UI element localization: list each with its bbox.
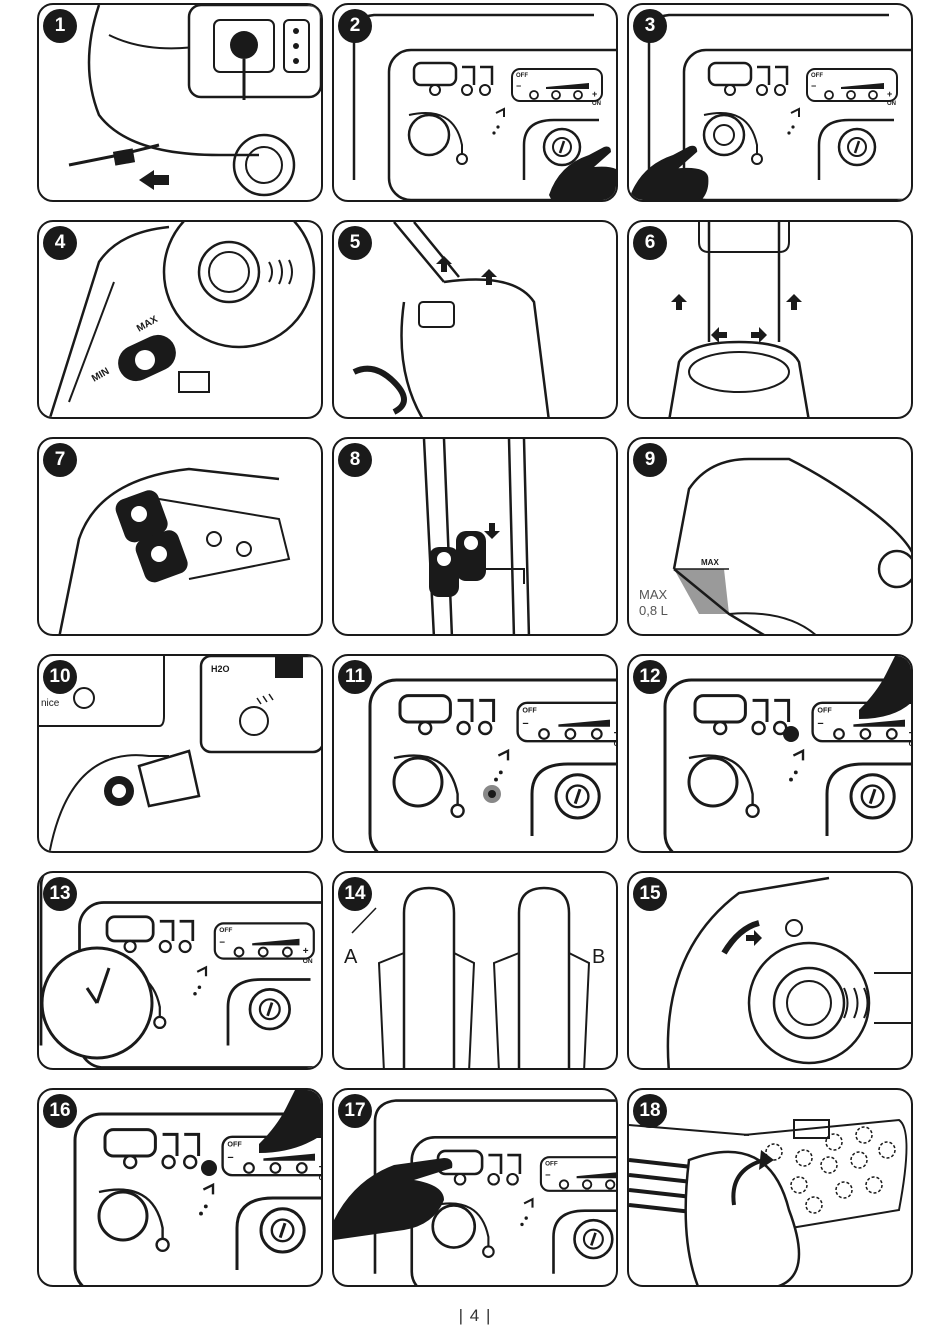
press-steam-plus-illustration: OFF ON − + (629, 656, 913, 853)
steam-lock-illustration (629, 873, 913, 1070)
cp-on-label: ON (614, 739, 618, 748)
step-10-panel: 10 nice H2O (37, 654, 323, 853)
cp-off-label: OFF (219, 927, 232, 934)
cp-off-label: OFF (227, 1139, 242, 1148)
step-3-panel: 3 OFF ON − + (627, 3, 913, 202)
cp-off-label: OFF (516, 73, 528, 79)
handle-insert-illustration (334, 222, 618, 419)
suction-min-label: MIN (90, 366, 111, 385)
cp-plus-label: + (592, 89, 597, 99)
step-5-panel: 5 (332, 220, 618, 419)
step-2-panel: 2 OFF ON − + (332, 3, 618, 202)
step-6-panel: 6 (627, 220, 913, 419)
cp-on-label: ON (303, 958, 313, 965)
step-8-panel: 8 (332, 437, 618, 636)
cp-minus-label: − (516, 81, 521, 91)
step-15-number: 15 (633, 877, 667, 911)
step-9-number: 9 (633, 443, 667, 477)
hose-connect-illustration (39, 439, 323, 636)
tank-capacity-line1: MAX (639, 587, 668, 602)
suction-adjust-illustration: MIN MAX (39, 222, 323, 419)
cp-off-label: OFF (522, 705, 537, 714)
step-5-number: 5 (338, 226, 372, 260)
press-steam-minus-illustration: OFF ON − + (39, 1090, 323, 1287)
cp-on-label: ON (887, 101, 896, 107)
step-12-number: 12 (633, 660, 667, 694)
step-1-number: 1 (43, 9, 77, 43)
step-1-panel: 1 (37, 3, 323, 202)
step-18-panel: 18 (627, 1088, 913, 1287)
cp-plus-label: + (303, 946, 309, 957)
step-18-number: 18 (633, 1094, 667, 1128)
position-a-label: A (344, 946, 358, 968)
press-power-illustration: OFF ON − + (334, 5, 618, 202)
step-16-number: 16 (43, 1094, 77, 1128)
step-13-number: 13 (43, 877, 77, 911)
step-10-number: 10 (43, 660, 77, 694)
h2o-label: H2O (211, 664, 230, 674)
tank-capacity-line2: 0,8 L (639, 603, 668, 618)
step-2-number: 2 (338, 9, 372, 43)
step-16-panel: 16 OFF ON − + (37, 1088, 323, 1287)
step-7-panel: 7 (37, 437, 323, 636)
tank-fill-level-illustration: MAX MAX 0,8 L (629, 439, 913, 636)
step-17-number: 17 (338, 1094, 372, 1128)
suction-max-label: MAX (135, 314, 160, 335)
position-b-label: B (592, 946, 605, 968)
step-15-panel: 15 (627, 871, 913, 1070)
hose-clip-illustration (334, 439, 618, 636)
step-3-number: 3 (633, 9, 667, 43)
cp-plus-label: + (614, 727, 618, 739)
step-9-panel: 9 MAX MAX 0,8 L (627, 437, 913, 636)
wait-heating-illustration: OFF ON − + (39, 873, 323, 1070)
cp-off-label: OFF (811, 73, 823, 79)
handle-lock-illustration (629, 222, 913, 419)
cp-off-label: OFF (817, 705, 832, 714)
brand-fragment: nice (41, 698, 60, 709)
page-number: | 4 | (0, 1306, 950, 1326)
cp-minus-label: − (522, 718, 528, 730)
cp-minus-label: − (545, 1170, 551, 1181)
step-11-panel: 11 OFF ON − + (332, 654, 618, 853)
step-8-number: 8 (338, 443, 372, 477)
unplug-illustration (39, 5, 323, 202)
cp-on-label: ON (909, 739, 913, 748)
step-14-number: 14 (338, 877, 372, 911)
cp-minus-label: − (227, 1152, 233, 1164)
cp-off-label: OFF (545, 1161, 558, 1168)
water-light-on-illustration: OFF ON − + (334, 656, 618, 853)
step-13-panel: 13 OFF ON − + (37, 871, 323, 1070)
step-7-number: 7 (43, 443, 77, 477)
step-4-panel: 4 MIN MAX (37, 220, 323, 419)
steam-trigger-illustration: A B (334, 873, 618, 1070)
press-suction-button-illustration: OFF ON − + (629, 5, 913, 202)
cp-on-label: ON (319, 1173, 323, 1182)
step-14-panel: 14 A B (332, 871, 618, 1070)
fold-cover-illustration (629, 1090, 913, 1287)
step-6-number: 6 (633, 226, 667, 260)
tank-max-mark: MAX (701, 558, 719, 567)
cp-plus-label: + (319, 1161, 323, 1173)
cp-on-label: ON (592, 101, 601, 107)
step-4-number: 4 (43, 226, 77, 260)
cp-minus-label: − (811, 81, 816, 91)
step-11-number: 11 (338, 660, 372, 694)
cp-minus-label: − (219, 937, 225, 948)
fill-water-illustration: nice H2O (39, 656, 323, 853)
cp-plus-label: + (909, 727, 913, 739)
cp-plus-label: + (887, 89, 892, 99)
step-12-panel: 12 OFF ON − + (627, 654, 913, 853)
cp-minus-label: − (817, 718, 823, 730)
